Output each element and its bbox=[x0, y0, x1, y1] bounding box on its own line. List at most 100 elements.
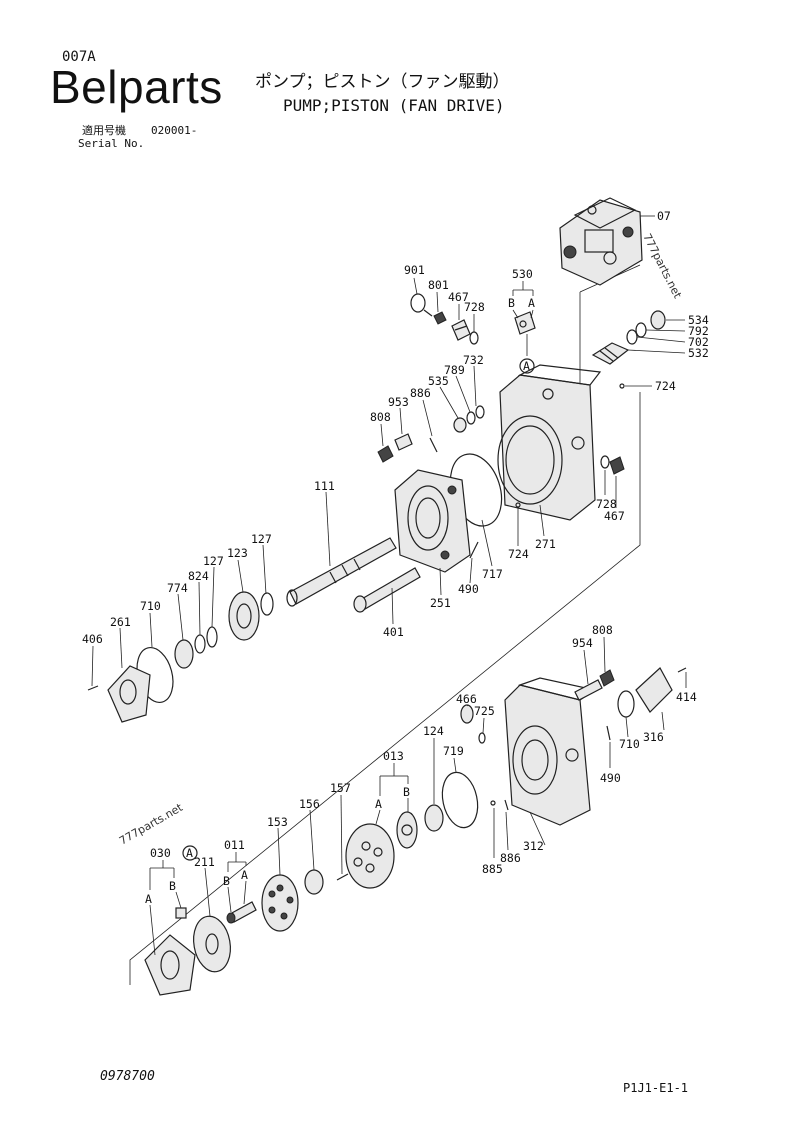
callout-490-lower: 490 bbox=[600, 771, 621, 785]
cover-316 bbox=[635, 667, 673, 713]
callout-953: 953 bbox=[388, 395, 409, 409]
cylinder-block-013a bbox=[345, 823, 395, 889]
callout-312: 312 bbox=[523, 839, 544, 853]
reference-circle-a-bottom bbox=[182, 845, 198, 861]
callout-530: 530 bbox=[512, 267, 533, 281]
o-ring-728-top bbox=[469, 331, 479, 345]
seal-774 bbox=[174, 639, 194, 669]
page-code: 007A bbox=[62, 49, 96, 65]
pin-886-lower bbox=[504, 799, 509, 811]
shoe-plate-211-bore bbox=[205, 933, 219, 955]
callout-710-lower: 710 bbox=[619, 737, 640, 751]
pin-490-top bbox=[469, 541, 479, 559]
stud-953 bbox=[394, 433, 413, 451]
callout-789: 789 bbox=[444, 363, 465, 377]
callout-211: 211 bbox=[194, 855, 215, 869]
stud-954 bbox=[574, 679, 603, 701]
callout-011-a: A bbox=[241, 868, 248, 882]
callout-153: 153 bbox=[267, 815, 288, 829]
leader-lines bbox=[91, 215, 687, 956]
eye-bolt-901 bbox=[410, 293, 433, 317]
callout-011-b: B bbox=[223, 874, 230, 888]
callout-030-b: B bbox=[169, 879, 176, 893]
o-ring-710-lower bbox=[617, 690, 635, 718]
callout-490-top: 490 bbox=[458, 582, 479, 596]
pump-casing-271 bbox=[497, 364, 602, 521]
serial-value: 020001- bbox=[151, 124, 198, 137]
callout-467-top: 467 bbox=[448, 290, 469, 304]
callout-724-bottom: 724 bbox=[508, 547, 529, 561]
bolt-406 bbox=[87, 685, 99, 691]
callout-901: 901 bbox=[404, 263, 425, 277]
callout-127-right: 127 bbox=[251, 532, 272, 546]
fitting-530 bbox=[514, 311, 536, 356]
callout-886-top: 886 bbox=[410, 386, 431, 400]
callout-717: 717 bbox=[482, 567, 503, 581]
page-reference: P1J1-E1-1 bbox=[623, 1081, 689, 1095]
callout-808-lower: 808 bbox=[592, 623, 613, 637]
callout-251: 251 bbox=[430, 596, 451, 610]
callout-710-top: 710 bbox=[140, 599, 161, 613]
callout-013-a: A bbox=[375, 797, 382, 811]
spherical-bush-156 bbox=[304, 869, 324, 895]
o-ring-725 bbox=[478, 732, 486, 744]
pin-886-top bbox=[429, 437, 438, 453]
callout-111: 111 bbox=[314, 479, 335, 493]
valve-plate-housing-312 bbox=[504, 677, 597, 826]
bearing-124 bbox=[424, 804, 444, 832]
shoe-plate-211 bbox=[193, 915, 231, 973]
callout-535: 535 bbox=[428, 374, 449, 388]
callout-954: 954 bbox=[572, 636, 593, 650]
callout-732: 732 bbox=[463, 353, 484, 367]
callout-011: 011 bbox=[224, 838, 245, 852]
piston-011 bbox=[226, 901, 257, 924]
callout-728-side: 728 bbox=[596, 497, 617, 511]
callout-792: 792 bbox=[688, 324, 709, 338]
callout-030-a: A bbox=[145, 892, 152, 906]
callout-467-side: 467 bbox=[604, 509, 625, 523]
pin-490-lower bbox=[606, 725, 611, 741]
cover-261 bbox=[107, 665, 151, 723]
callout-013: 013 bbox=[383, 749, 404, 763]
callout-728-top: 728 bbox=[464, 300, 485, 314]
serial-label-japanese: 適用号機 bbox=[82, 124, 126, 137]
snap-ring-127-left bbox=[206, 626, 218, 648]
watermark-top: 777parts.net bbox=[640, 231, 684, 301]
title-english: PUMP;PISTON (FAN DRIVE) bbox=[283, 96, 505, 115]
callout-719: 719 bbox=[443, 744, 464, 758]
document-number: 0978700 bbox=[100, 1069, 155, 1084]
callout-466: 466 bbox=[456, 692, 477, 706]
adjuster-532 bbox=[591, 342, 630, 365]
pin-885 bbox=[490, 800, 496, 806]
callout-ref-a-top: A bbox=[523, 359, 530, 373]
callout-406: 406 bbox=[82, 632, 103, 646]
callout-724-top: 724 bbox=[655, 379, 676, 393]
callout-824: 824 bbox=[188, 569, 209, 583]
callout-886-lower: 886 bbox=[500, 851, 521, 865]
spring-157 bbox=[336, 873, 349, 881]
callout-156: 156 bbox=[299, 797, 320, 811]
cover-251 bbox=[394, 469, 471, 573]
callout-808-top: 808 bbox=[370, 410, 391, 424]
callout-774: 774 bbox=[167, 581, 188, 595]
callout-534: 534 bbox=[688, 313, 709, 327]
callout-ref-a-bottom: A bbox=[186, 846, 193, 860]
ring-789 bbox=[466, 411, 476, 425]
callout-885: 885 bbox=[482, 862, 503, 876]
callout-030: 030 bbox=[150, 846, 171, 860]
cap-534 bbox=[650, 310, 666, 330]
ring-732 bbox=[475, 405, 485, 419]
title-japanese: ポンプ；ピストン（ファン駆動） bbox=[255, 72, 510, 92]
nut-808-lower bbox=[599, 669, 615, 687]
shaft-111 bbox=[286, 537, 397, 607]
o-ring-719 bbox=[441, 771, 479, 829]
callout-801: 801 bbox=[428, 278, 449, 292]
callout-127-left: 127 bbox=[203, 554, 224, 568]
callout-530-b: B bbox=[508, 296, 515, 310]
o-ring-792 bbox=[635, 322, 647, 338]
serial-label-english: Serial No. bbox=[78, 137, 145, 150]
bolt-401 bbox=[353, 567, 421, 613]
callout-532: 532 bbox=[688, 346, 709, 360]
callout-702: 702 bbox=[688, 335, 709, 349]
